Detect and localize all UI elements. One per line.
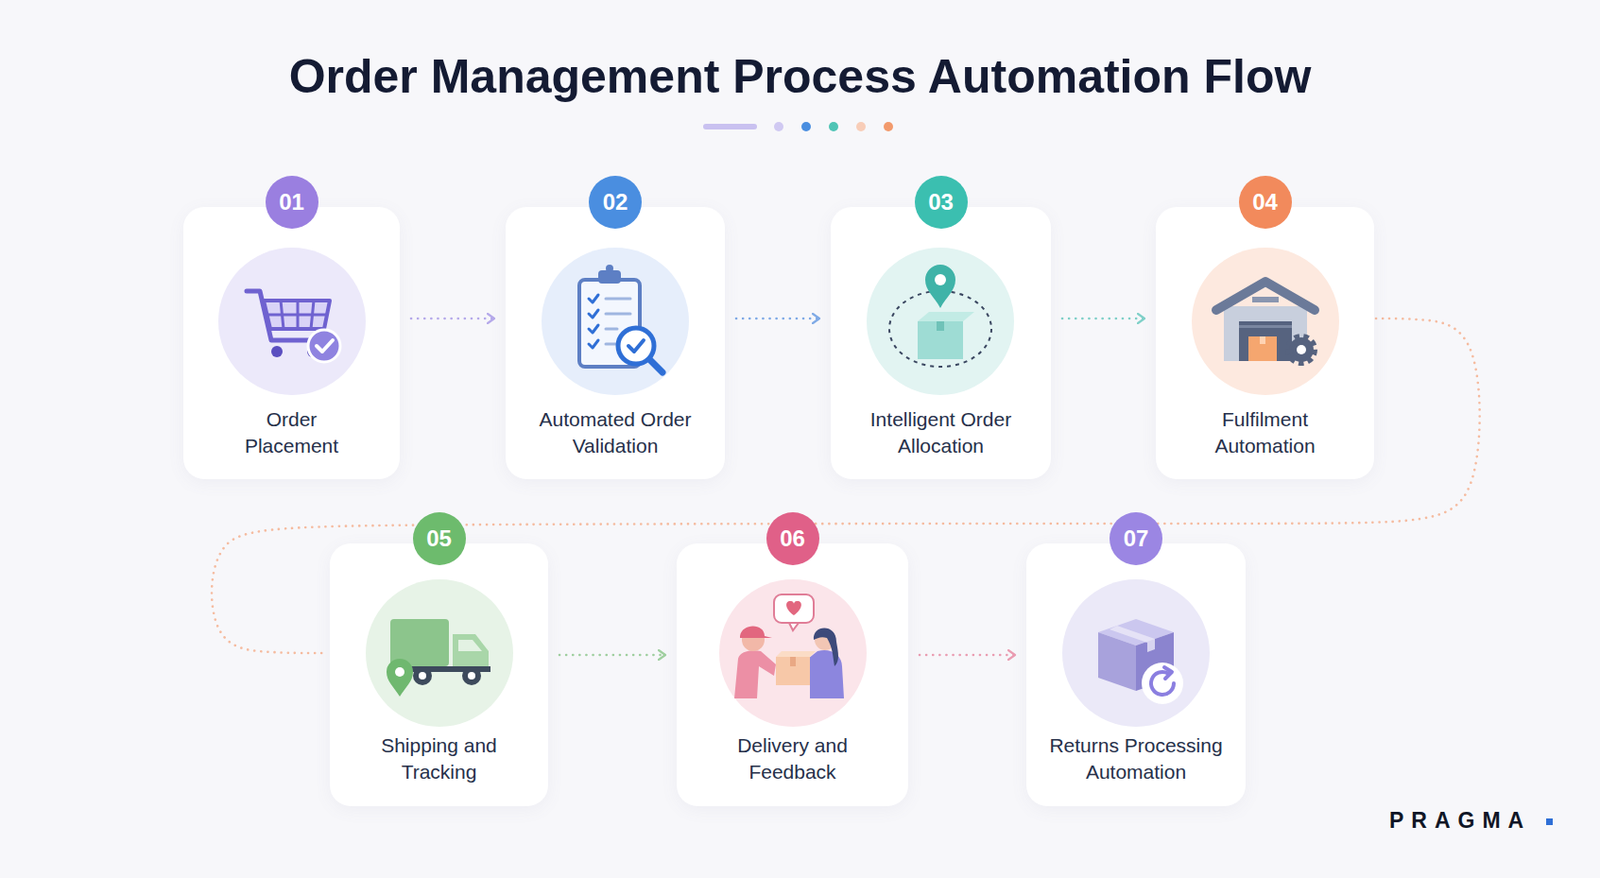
step-label: Shipping and Tracking xyxy=(359,732,520,786)
title-decoration-part xyxy=(774,121,784,132)
flow-connector xyxy=(919,653,1016,657)
process-step-card: 02Automated Order Validation xyxy=(505,206,725,480)
flow-connector xyxy=(411,317,495,321)
step-number-badge: 05 xyxy=(412,512,466,566)
title-decoration-part xyxy=(828,121,839,132)
step-number-badge: 06 xyxy=(766,512,820,566)
step-label: Order Placement xyxy=(235,406,349,460)
title-decoration-part xyxy=(856,121,866,132)
process-step-card: 04Fulfilment Automation xyxy=(1155,206,1375,480)
brand-dot xyxy=(1546,818,1553,826)
title-decoration-part xyxy=(883,121,894,132)
step-label: Delivery and Feedback xyxy=(712,732,874,786)
process-step-card: 06Delivery and Feedback xyxy=(676,543,909,807)
process-step-card: 05Shipping and Tracking xyxy=(329,543,549,807)
flow-connector xyxy=(559,653,666,657)
step-number-badge: 04 xyxy=(1238,175,1292,229)
step-label: Automated Order Validation xyxy=(525,406,706,460)
step-number-badge: 01 xyxy=(265,175,319,229)
diagram-title: Order Management Process Automation Flow xyxy=(0,49,1600,104)
title-decoration xyxy=(705,121,894,132)
step-label: Intelligent Order Allocation xyxy=(851,406,1032,460)
flow-connector xyxy=(1062,317,1145,321)
flow-connector xyxy=(736,317,820,321)
step-number-badge: 02 xyxy=(588,175,642,229)
title-decoration-part xyxy=(801,121,811,132)
process-step-card: 07Returns Processing Automation xyxy=(1026,543,1246,807)
step-label: Fulfilment Automation xyxy=(1194,406,1337,460)
title-decoration-part xyxy=(705,123,755,130)
process-step-card: 03Intelligent Order Allocation xyxy=(830,206,1051,480)
step-label: Returns Processing Automation xyxy=(1034,732,1239,786)
step-number-badge: 03 xyxy=(914,175,968,229)
brand-text: PRAGMA xyxy=(1389,808,1532,833)
step-number-badge: 07 xyxy=(1109,512,1163,566)
process-step-card: 01Order Placement xyxy=(183,206,400,480)
brand-watermark: PRAGMA xyxy=(1389,808,1532,834)
